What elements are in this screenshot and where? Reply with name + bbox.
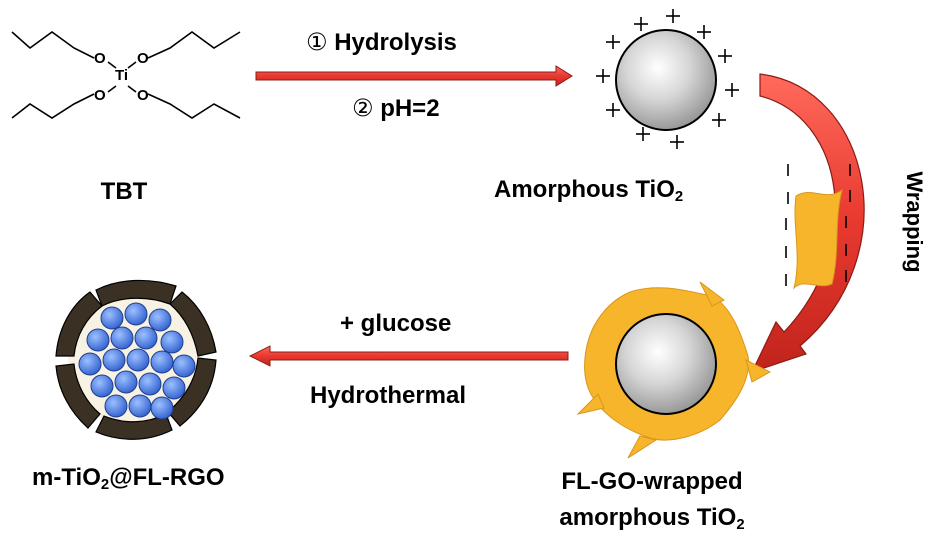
glucose-label: + glucose [340,310,452,337]
amorphous-tio2-particle [615,29,717,131]
nanocrystal [124,302,148,326]
positive-charges [596,9,739,149]
nanocrystal [134,326,158,350]
nanocrystal [90,374,114,398]
tbt-label: TBT [100,178,148,205]
tbt-molecule [11,31,241,119]
rgo-sheets [55,279,217,440]
nanocrystal [110,326,134,350]
negative-charges [785,164,851,286]
butyl-chain-bottom-right [147,93,241,119]
nanocrystal [162,376,186,400]
bond-o-ti-2 [127,61,137,69]
nanocrystal [150,350,174,374]
nanocrystal [100,306,124,330]
atom-o-bottom-left: O [94,87,106,104]
bond-o-ti-3 [107,85,117,93]
arrow-hydrothermal [248,345,569,367]
tio2-nanocrystals [78,302,196,420]
hydrolysis-label: Hydrolysis [334,29,457,56]
plus-sign [634,17,648,31]
nanocrystal [86,328,110,352]
plus-sign [666,9,680,23]
plus-sign [596,69,610,83]
nanocrystal [114,370,138,394]
nanocrystal [102,348,126,372]
arrow-hydrolysis [255,65,573,87]
butyl-chain-top-right [147,31,241,59]
atom-ti: Ti [115,67,129,84]
wrapped-subscript: 2 [736,517,745,534]
nanocrystal [172,354,196,378]
butyl-chain-top-left [11,31,95,59]
amorphous-subscript: 2 [674,189,684,206]
step-number-1: ① [306,28,328,56]
amorphous-text: Amorphous TiO [494,176,675,203]
plus-sign [636,127,650,141]
bond-o-ti-4 [127,85,137,93]
nanocrystal [78,352,102,376]
nanocrystal [138,372,162,396]
product-text-b: @FL-RGO [109,464,225,491]
hydrothermal-label: Hydrothermal [310,382,467,409]
step1-line1: ① Hydrolysis [306,30,457,55]
nanocrystal [160,330,184,354]
go-sheet [793,188,843,290]
nanocrystal [126,348,150,372]
nanocrystal [148,308,172,332]
atom-o-top-left: O [94,50,106,67]
atom-o-bottom-right: O [137,87,149,104]
wrapping-label: Wrapping [902,171,926,273]
plus-sign [712,113,726,127]
plus-sign [718,49,732,63]
butyl-chain-bottom-left [11,93,95,119]
amorphous-tio2-label: Amorphous TiO2 [494,178,683,205]
nanocrystal [128,394,152,418]
fl-go-wrapped-particle [576,281,772,459]
step1-line2: ② pH=2 [352,96,440,121]
wrapped-label-line1: FL-GO-wrapped [561,468,743,495]
plus-sign [606,35,620,49]
plus-sign [725,83,739,97]
plus-sign [697,25,711,39]
atom-o-top-right: O [137,50,149,67]
nanocrystal [104,394,128,418]
step-number-2: ② [352,94,374,122]
m-tio2-fl-rgo-particle [55,279,217,440]
product-subscript: 2 [100,477,110,494]
ph-label: pH=2 [380,95,440,122]
product-label: m-TiO2@FL-RGO [32,466,225,493]
plus-sign [670,135,684,149]
bond-o-ti-1 [107,61,117,69]
wrapped-line2-text: amorphous TiO [559,504,737,531]
arrow-wrapping [750,73,865,374]
nanocrystal [150,396,174,420]
plus-sign [606,103,620,117]
product-text-a: m-TiO [32,464,101,491]
wrapped-label-line2: amorphous TiO2 [559,506,744,533]
